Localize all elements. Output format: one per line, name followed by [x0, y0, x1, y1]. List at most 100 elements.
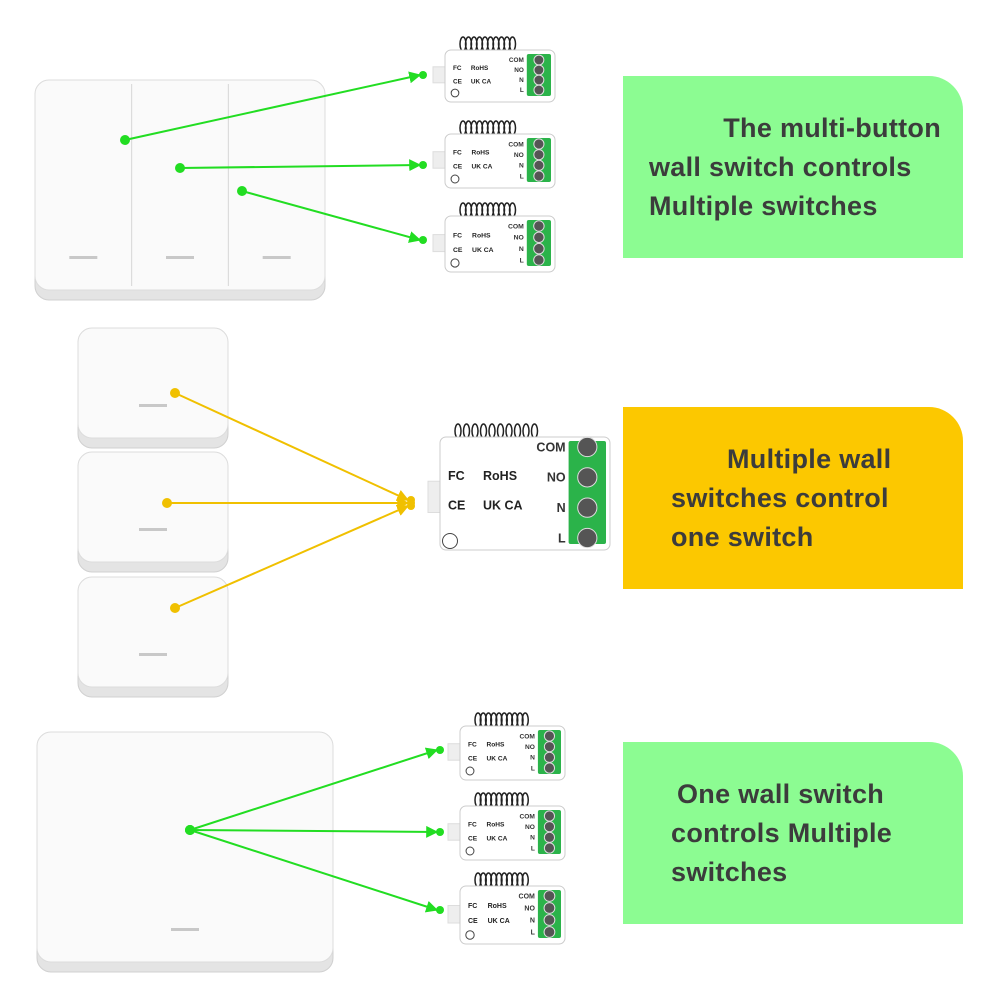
- button-icon: [442, 533, 458, 549]
- antenna-coil: [496, 423, 505, 439]
- panel-text: wall switch controls: [649, 151, 912, 182]
- switch-plate: [36, 731, 334, 963]
- cert-mark: CE: [453, 164, 463, 171]
- cert-mark: RoHS: [471, 150, 490, 157]
- source-dot: [175, 163, 185, 173]
- terminal-screw: [577, 436, 598, 458]
- antenna-coil: [522, 423, 530, 439]
- switch-plate: [77, 327, 229, 439]
- antenna-coil: [488, 423, 496, 439]
- signal-arrow: [174, 392, 410, 501]
- antenna-coil: [454, 423, 462, 439]
- module-body: [439, 436, 611, 551]
- cert-mark: FC: [453, 65, 462, 72]
- terminal-label: N: [519, 163, 524, 170]
- terminal-screw: [543, 831, 556, 843]
- terminal-screw: [533, 254, 545, 266]
- panel-text: One wall switch: [677, 778, 885, 809]
- panel-text: one switch: [671, 521, 814, 552]
- button-icon: [450, 88, 460, 98]
- terminal-label: L: [520, 173, 524, 180]
- cert-mark: RoHS: [488, 903, 507, 910]
- panel-one-wall-switch: One wall switch controls Multiple switch…: [623, 742, 963, 924]
- indicator-light: [166, 256, 194, 259]
- antenna-coil: [530, 423, 539, 439]
- terminal-screw: [533, 149, 545, 161]
- cert-mark: UK CA: [486, 836, 507, 843]
- signal-arrow: [124, 71, 422, 141]
- source-dot: [170, 603, 180, 613]
- panel-multi-button: The multi-button wall switch controls Mu…: [623, 76, 963, 258]
- target-dot: [436, 906, 444, 914]
- target-dot: [407, 502, 415, 510]
- cert-mark: FC: [468, 822, 477, 829]
- cert-mark: UK CA: [471, 78, 492, 85]
- wall-switch: [77, 327, 229, 449]
- terminal-screw: [543, 890, 556, 902]
- cert-mark: CE: [453, 78, 463, 85]
- button-icon: [465, 930, 475, 940]
- terminal-label: L: [531, 845, 535, 852]
- terminal-label: NO: [514, 67, 524, 74]
- signal-arrow: [179, 159, 422, 172]
- single-gang-wall-switch: [36, 731, 334, 973]
- signal-arrow: [189, 829, 439, 913]
- button-icon: [465, 846, 475, 856]
- terminal-label: L: [531, 765, 535, 772]
- source-dot: [237, 186, 247, 196]
- button-icon: [450, 174, 460, 184]
- indicator-light: [139, 404, 167, 407]
- antenna-coil: [462, 423, 471, 439]
- cert-mark: FC: [468, 742, 477, 749]
- switch-plate: [77, 576, 229, 688]
- terminal-screw: [543, 762, 556, 774]
- panel-text: controls Multiple: [671, 817, 893, 848]
- terminal-screw: [543, 810, 556, 822]
- switch-plate: [34, 79, 326, 291]
- terminal-screw: [577, 497, 598, 518]
- cert-mark: RoHS: [486, 742, 505, 749]
- source-dot: [120, 135, 130, 145]
- terminal-screw: [533, 159, 545, 171]
- terminal-label: N: [530, 917, 535, 924]
- panel-multiple-wall-switches: Multiple wall switches control one switc…: [623, 407, 963, 589]
- antenna-coil: [513, 423, 522, 439]
- cert-mark: RoHS: [472, 232, 491, 239]
- cert-mark: RoHS: [483, 469, 517, 483]
- terminal-screw: [577, 467, 598, 488]
- terminal-label: COM: [509, 57, 524, 64]
- panel-text: The multi-button: [723, 112, 941, 143]
- cert-mark: CE: [468, 918, 478, 925]
- terminal-screw: [533, 54, 545, 66]
- cert-mark: FC: [468, 903, 477, 910]
- indicator-light: [139, 528, 167, 531]
- terminal-label: L: [520, 257, 524, 264]
- cert-mark: FC: [448, 469, 465, 483]
- terminal-label: L: [558, 531, 566, 545]
- terminal-screw: [533, 220, 545, 232]
- source-dot: [185, 825, 195, 835]
- three-gang-wall-switch: [34, 79, 326, 301]
- terminal-label: N: [530, 835, 535, 842]
- terminal-screw: [533, 242, 545, 255]
- cert-mark: CE: [468, 836, 478, 843]
- terminal-label: L: [520, 87, 524, 94]
- terminal-label: COM: [520, 733, 536, 740]
- terminal-label: N: [519, 77, 524, 84]
- terminal-label: NO: [514, 152, 524, 159]
- terminal-screw: [533, 74, 545, 86]
- terminal-label: COM: [520, 813, 536, 820]
- indicator-light: [171, 928, 199, 931]
- terminal-screw: [533, 231, 545, 244]
- terminal-screw: [533, 84, 545, 96]
- terminal-label: NO: [525, 824, 535, 831]
- terminal-screw: [577, 527, 598, 549]
- indicator-light: [262, 256, 291, 259]
- indicator-light: [69, 256, 98, 259]
- cert-mark: UK CA: [472, 247, 494, 254]
- signal-arrow: [189, 825, 439, 838]
- terminal-screw: [533, 138, 545, 150]
